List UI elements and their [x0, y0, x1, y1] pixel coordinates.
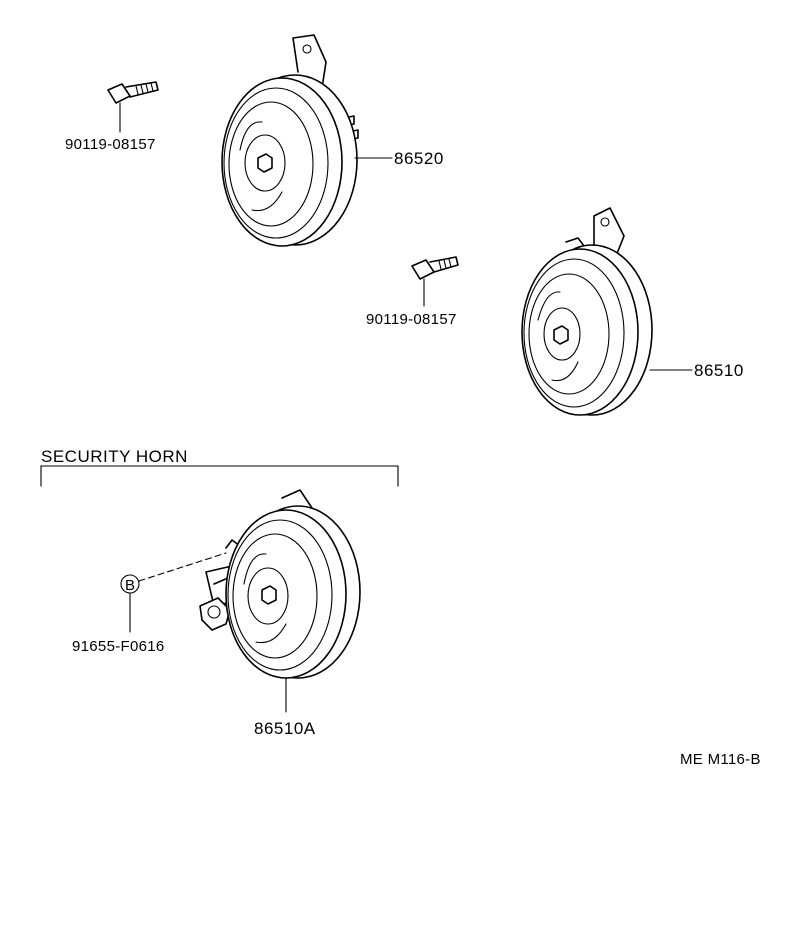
- security-horn-section: SECURITY HORN B 91655-F0616 86510A: [40, 447, 399, 738]
- bolt-upper-label: 90119-08157: [65, 136, 156, 153]
- clip-marker-label: B: [125, 577, 135, 594]
- clip-label: 91655-F0616: [72, 638, 165, 655]
- bolt-middle-label: 90119-08157: [366, 311, 457, 328]
- horn-right-label: 86510: [694, 361, 744, 380]
- horn-right: 86510: [521, 207, 744, 416]
- horn-upper: 86520: [221, 34, 444, 247]
- section-title: SECURITY HORN: [41, 447, 188, 466]
- bolt-upper: 90119-08157: [65, 81, 159, 153]
- figure-code: ME M116-B: [680, 751, 761, 768]
- security-horn-label: 86510A: [254, 719, 316, 738]
- bolt-middle: 90119-08157: [366, 256, 459, 328]
- horn-upper-label: 86520: [394, 149, 444, 168]
- security-horn: [199, 489, 361, 679]
